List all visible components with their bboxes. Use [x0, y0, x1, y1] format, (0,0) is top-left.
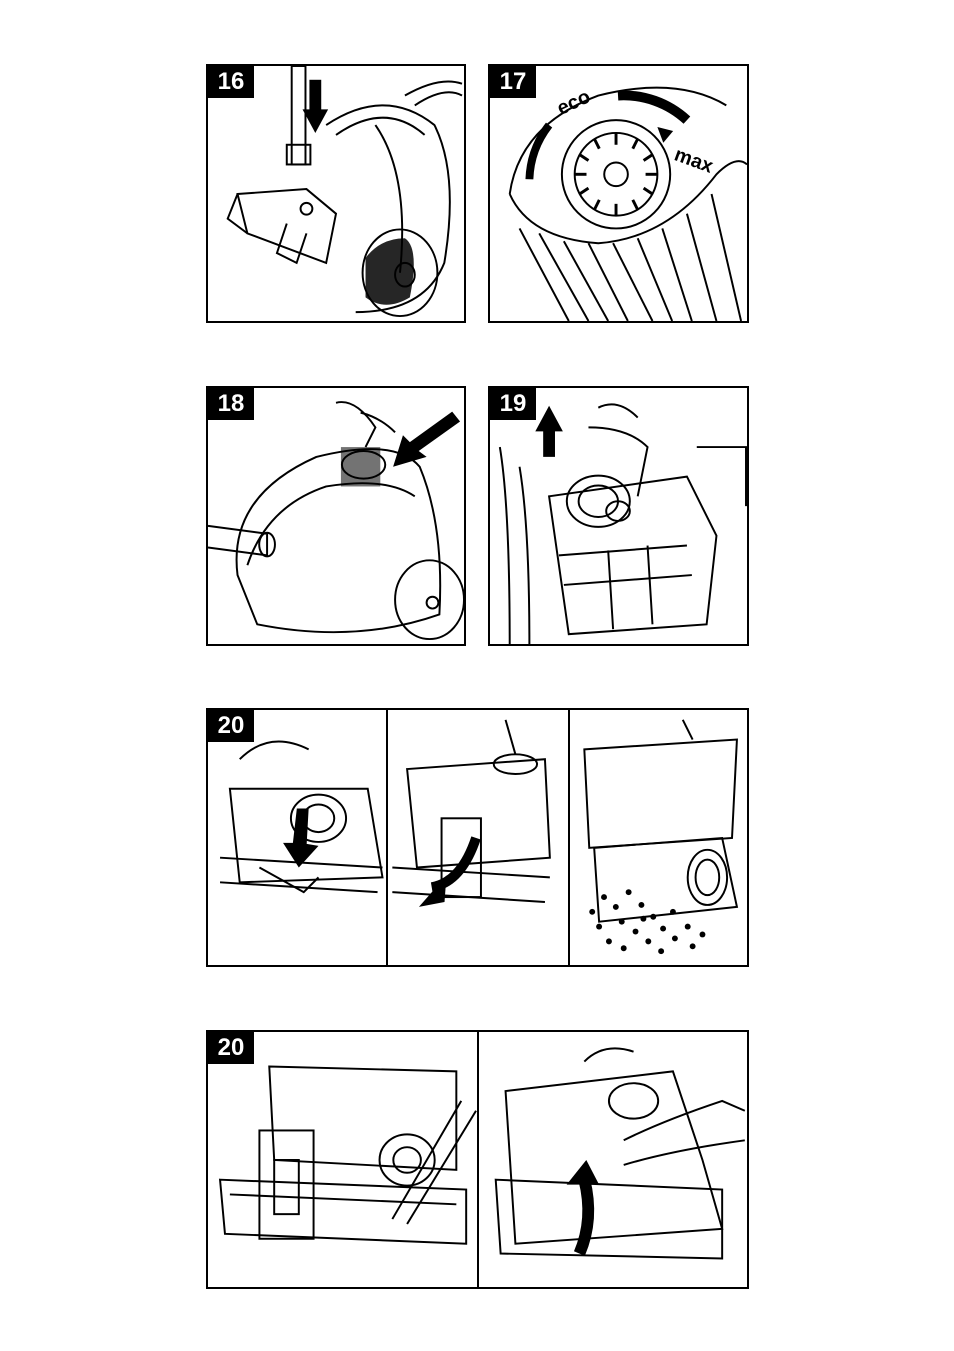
step-number-18: 18	[208, 388, 254, 420]
panel-step-20-clean: 20	[206, 1030, 749, 1289]
arrow-down-icon	[393, 412, 460, 467]
panel-step-20-empty: 20	[206, 708, 749, 967]
step-number-20-a: 20	[208, 710, 254, 742]
panel-step-19: 19	[488, 386, 749, 646]
illustration-vacuum-hose-park	[208, 66, 464, 321]
illustration-empty-dust-container	[208, 710, 747, 965]
step-number-16: 16	[208, 66, 254, 98]
illustration-lift-container	[490, 388, 747, 644]
panel-step-16: 16	[206, 64, 466, 323]
step-number-17: 17	[490, 66, 536, 98]
dial-label-max: max	[671, 144, 716, 178]
panel-step-18: 18	[206, 386, 466, 646]
illustration-open-lid	[208, 388, 464, 644]
arrow-up-icon	[535, 406, 563, 457]
illustration-power-dial: eco max	[490, 66, 747, 321]
arrow-down-icon	[283, 808, 318, 867]
step-number-20-b: 20	[208, 1032, 254, 1064]
dial-label-eco: eco	[554, 85, 594, 119]
panel-step-17: 17	[488, 64, 749, 323]
illustration-clean-and-reinsert	[208, 1032, 747, 1287]
step-number-19: 19	[490, 388, 536, 420]
